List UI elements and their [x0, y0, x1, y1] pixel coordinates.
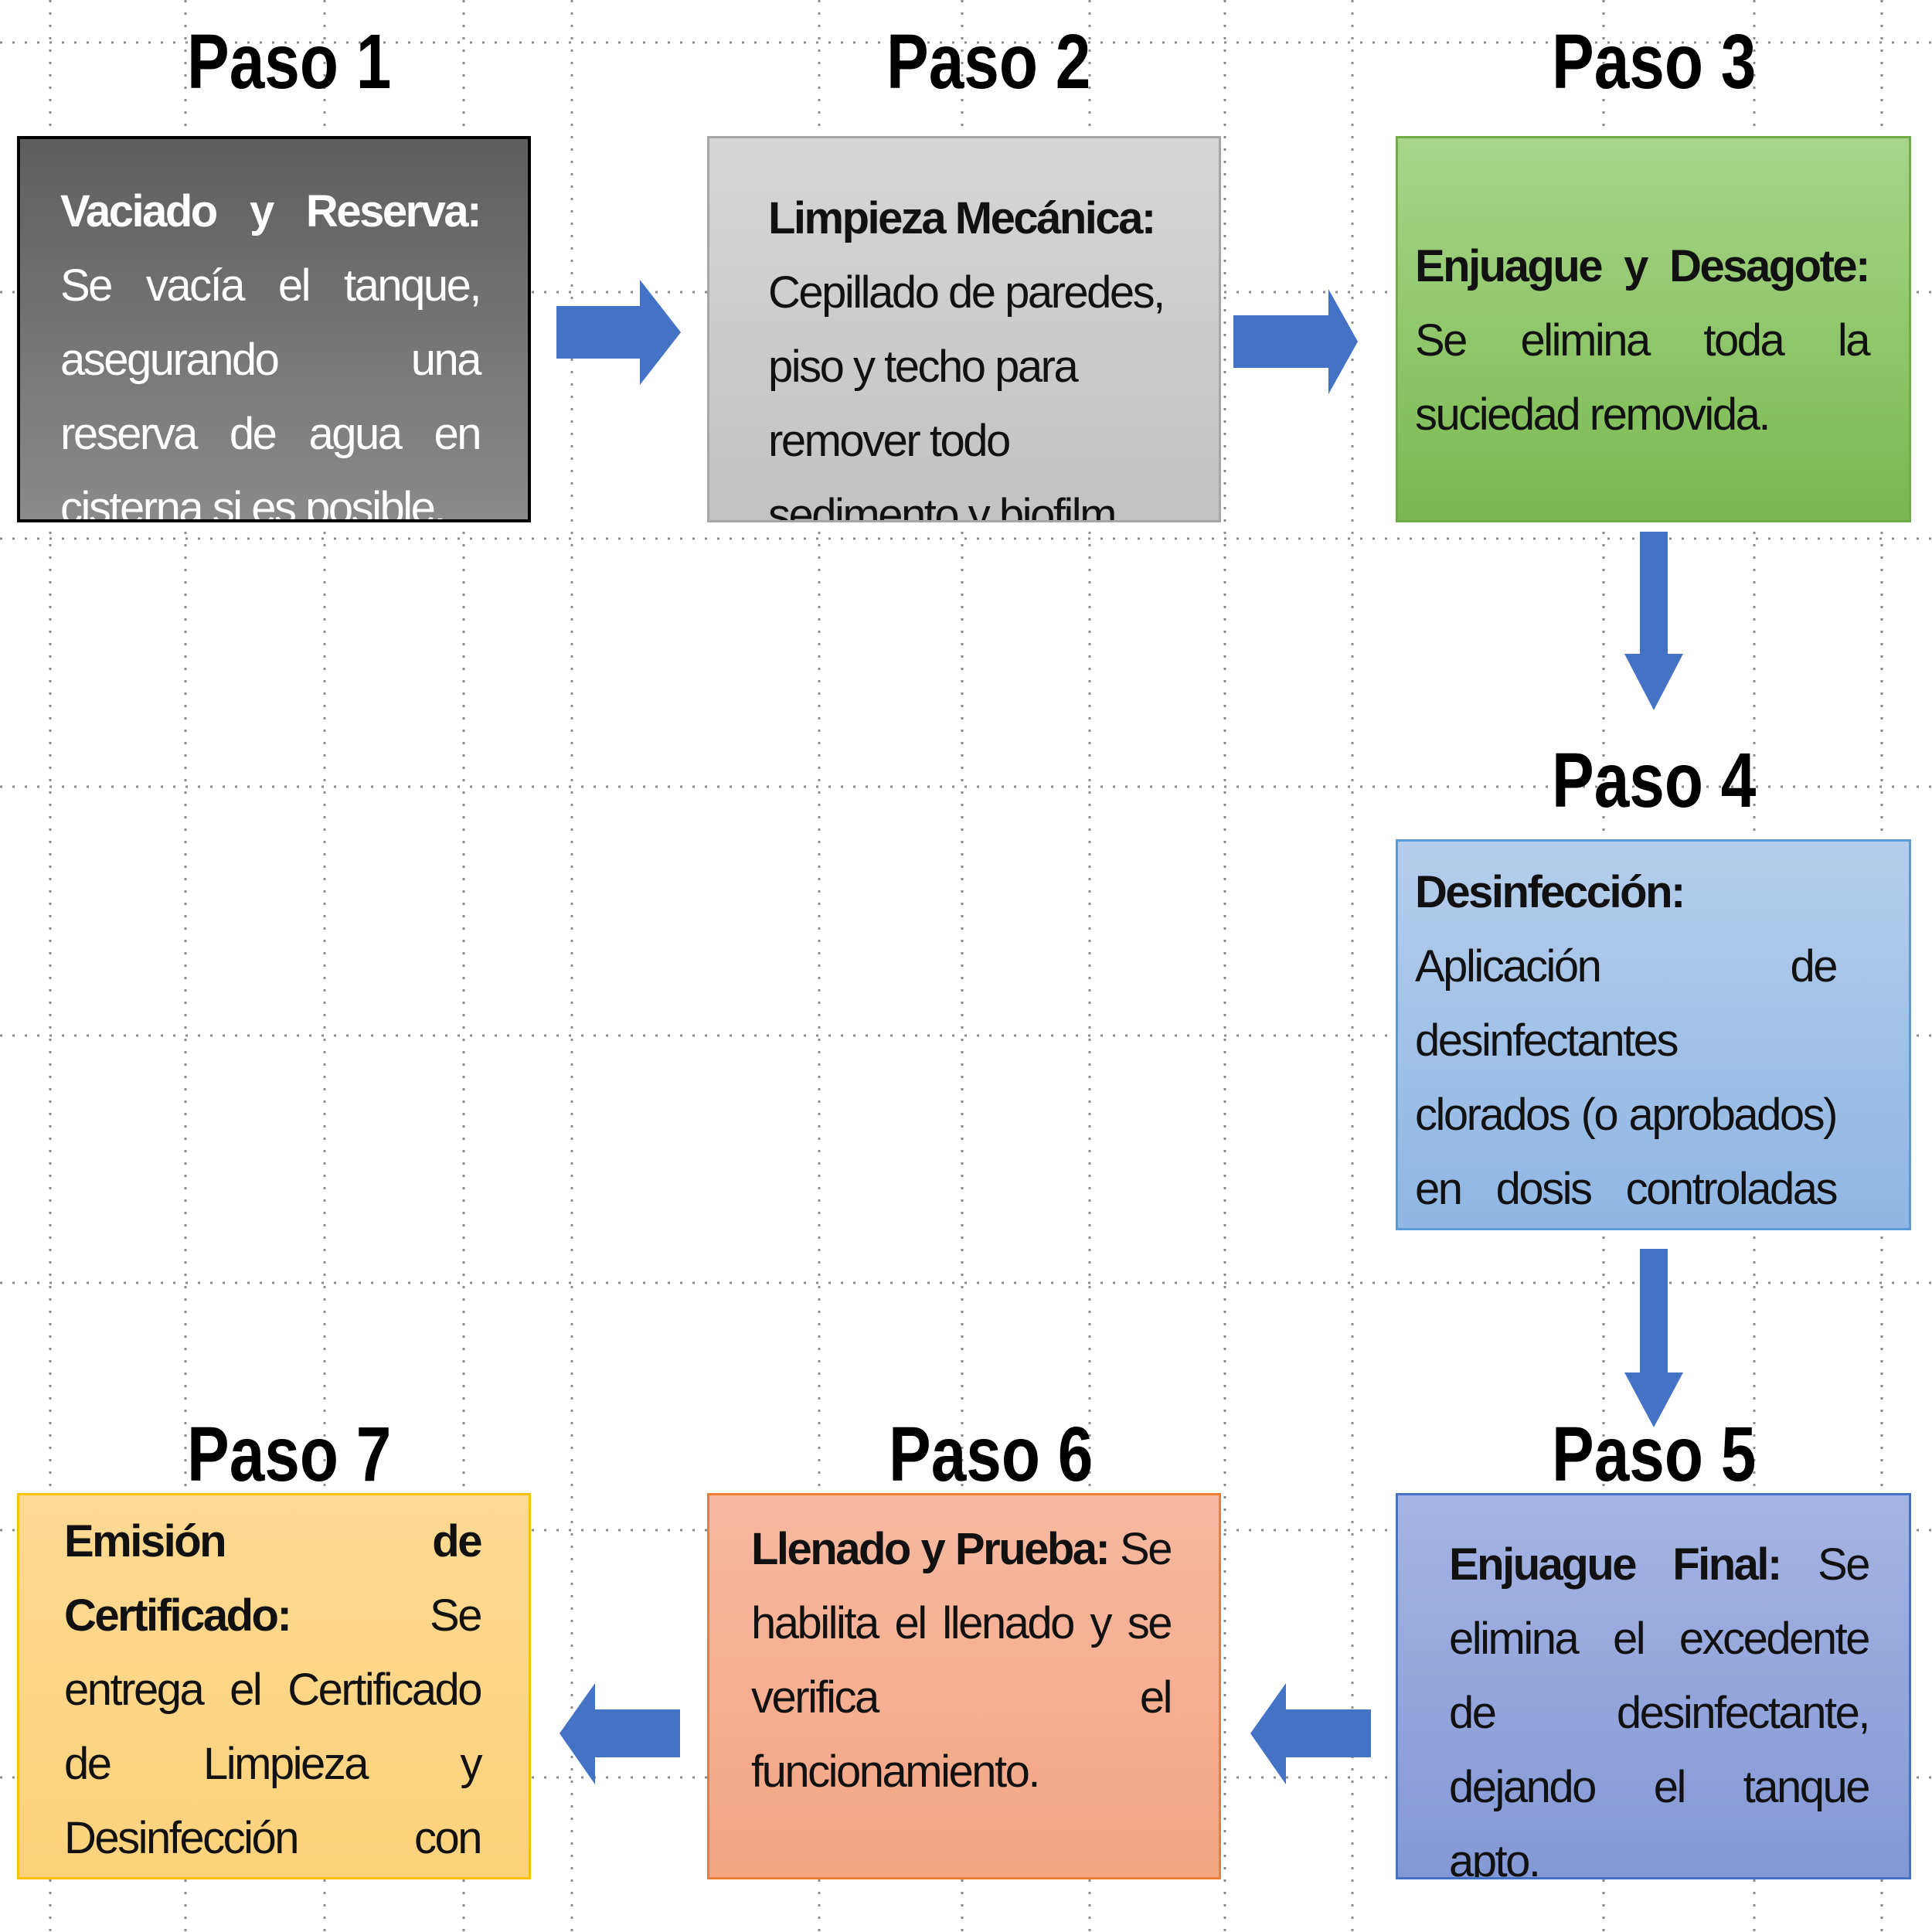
step-4-box: Desinfección: Aplicación de desinfectant… — [1396, 839, 1911, 1230]
step-1-box: Vaciado y Reserva: Se vacía el tanque, a… — [17, 136, 531, 522]
step-5-text: Enjuague Final: Se elimina el excedente … — [1449, 1528, 1871, 1879]
arrow-right-icon — [1233, 289, 1358, 394]
step-7-box: Emisión de Certificado: Se entrega el Ce… — [17, 1493, 531, 1879]
step-2-lead: Limpieza Mecánica: — [768, 193, 1156, 243]
step-1-text: Vaciado y Reserva: Se vacía el tanque, a… — [60, 175, 482, 522]
step-3-title: Paso 3 — [1552, 19, 1757, 105]
arrow-down-icon — [1624, 1249, 1683, 1427]
step-6-text: Llenado y Prueba: Se habilita el llenado… — [751, 1512, 1173, 1809]
step-7-lead: Emisión de Certificado: — [64, 1516, 483, 1641]
step-2-box: Limpieza Mecánica: Cepillado de paredes,… — [707, 136, 1221, 522]
step-4-text: Desinfección: Aplicación de desinfectant… — [1415, 855, 1838, 1228]
step-4-title: Paso 4 — [1552, 737, 1757, 824]
arrow-down-icon — [1624, 532, 1683, 710]
step-4-body: Aplicación de desinfectantes clorados (o… — [1415, 941, 1838, 1214]
arrow-left-icon — [1250, 1683, 1371, 1784]
step-7-text: Emisión de Certificado: Se entrega el Ce… — [64, 1505, 483, 1877]
step-1-lead: Vaciado y Reserva: — [60, 186, 482, 236]
step-5-title: Paso 5 — [1552, 1411, 1757, 1498]
step-4-lead: Desinfección: — [1415, 867, 1685, 917]
arrow-right-icon — [556, 280, 681, 385]
step-2-body: Cepillado de paredes, piso y techo para … — [768, 267, 1165, 522]
arrow-left-icon — [560, 1683, 680, 1784]
step-3-body: Se elimina toda la suciedad removida. — [1415, 315, 1871, 440]
step-6-body: Se habilita el llenado y se verifica el … — [751, 1524, 1173, 1797]
step-2-title: Paso 2 — [886, 19, 1091, 105]
step-5-body: Se elimina el excedente de desinfectante… — [1449, 1539, 1871, 1879]
step-7-title: Paso 7 — [187, 1411, 392, 1498]
step-1-title: Paso 1 — [187, 19, 392, 105]
step-2-text: Limpieza Mecánica: Cepillado de paredes,… — [768, 182, 1188, 522]
step-6-title: Paso 6 — [889, 1411, 1094, 1498]
step-5-box: Enjuague Final: Se elimina el excedente … — [1396, 1493, 1911, 1879]
step-3-text: Enjuague y Desagote: Se elimina toda la … — [1415, 230, 1871, 452]
step-7-body: Se entrega el Certificado de Limpieza y … — [64, 1590, 483, 1863]
step-1-body: Se vacía el tanque, asegurando una reser… — [60, 260, 482, 522]
step-5-lead: Enjuague Final: — [1449, 1539, 1782, 1590]
step-3-lead: Enjuague y Desagote: — [1415, 241, 1871, 291]
step-3-box: Enjuague y Desagote: Se elimina toda la … — [1396, 136, 1911, 522]
step-6-lead: Llenado y Prueba: — [751, 1524, 1111, 1574]
step-6-box: Llenado y Prueba: Se habilita el llenado… — [707, 1493, 1221, 1879]
